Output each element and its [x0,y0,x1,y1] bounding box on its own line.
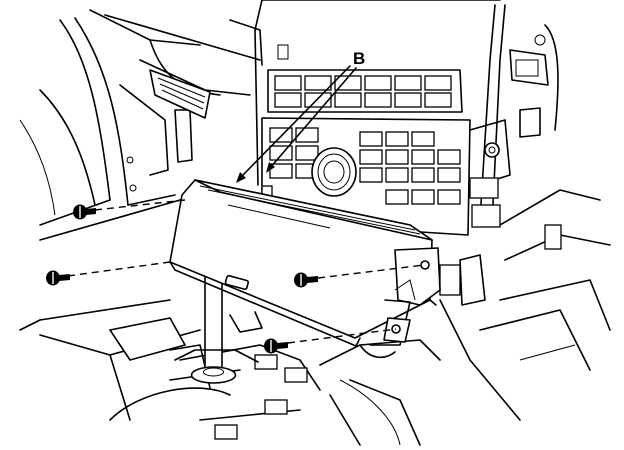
screw-alignment-lines [67,199,425,344]
screw-icon [73,204,96,220]
radio-head-unit [169,179,441,359]
screw-icon [294,272,318,288]
upper-dashboard [104,14,263,119]
screw-icon [46,270,70,286]
climate-control-panel [261,127,461,205]
right-console-side [439,24,611,421]
callout-b: B [236,49,365,183]
screw-icon [264,338,288,354]
callout-b-label: B [353,49,365,68]
floor-console-tunnel [19,199,441,446]
center-console-housing [254,0,506,236]
radio-preset-buttons [274,75,452,108]
